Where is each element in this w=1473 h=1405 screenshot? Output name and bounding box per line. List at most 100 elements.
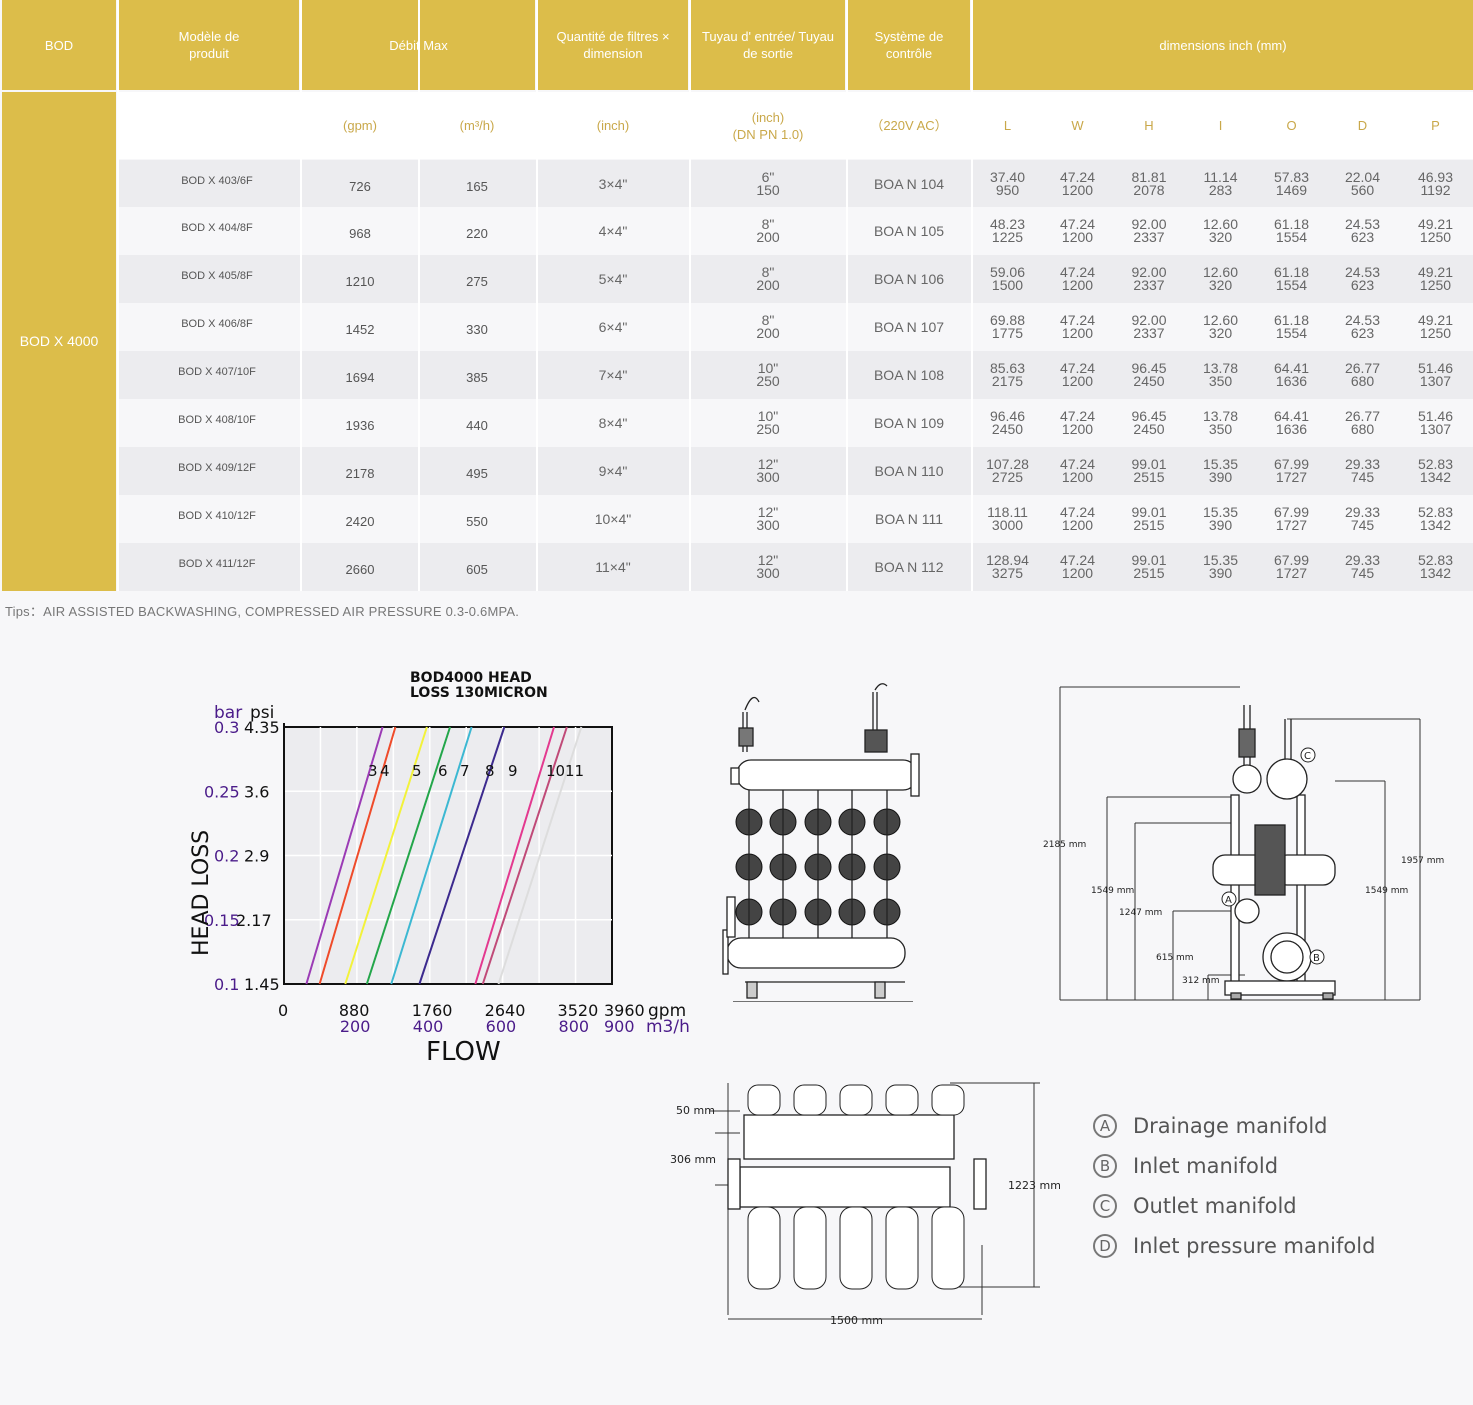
dim-inch: 107.28 bbox=[986, 456, 1029, 472]
dim-inch: 12.60 bbox=[1202, 264, 1239, 280]
dim-inch: 67.99 bbox=[1273, 456, 1310, 472]
x-tick-gpm: 880 bbox=[339, 1001, 370, 1020]
dim-inch: 92.00 bbox=[1131, 216, 1167, 232]
cell-model: BOD X 407/10F bbox=[178, 366, 256, 378]
cell-qty: 3×4" bbox=[598, 175, 628, 192]
dim-unit-o: O bbox=[1286, 118, 1297, 133]
column-divider bbox=[418, 0, 420, 591]
dim-1957: 1957 mm bbox=[1401, 856, 1444, 866]
cell-model: BOD X 405/8F bbox=[181, 270, 253, 282]
cell-m3h: 275 bbox=[466, 273, 488, 289]
cell-model: BOD X 409/12F bbox=[178, 462, 256, 474]
series-line-8 bbox=[418, 726, 506, 985]
series-line-3 bbox=[305, 726, 384, 985]
dim-mm: 1200 bbox=[1061, 229, 1094, 245]
series-line-10 bbox=[481, 726, 568, 985]
pipe-mm: 150 bbox=[756, 182, 780, 198]
dim-inch: 29.33 bbox=[1344, 552, 1381, 568]
x-tick-gpm: 2640 bbox=[485, 1001, 526, 1020]
cell-control: BOA N 109 bbox=[873, 414, 945, 431]
chart-title-line2: LOSS 130MICRON bbox=[410, 685, 548, 701]
filter-body-icon bbox=[793, 1206, 827, 1290]
dim-inch: 99.01 bbox=[1131, 456, 1167, 472]
dim-mm: 2175 bbox=[991, 373, 1024, 389]
dim-mm: 2515 bbox=[1133, 565, 1165, 581]
dim-unit-w: W bbox=[1071, 118, 1084, 133]
unit-gpm: (gpm) bbox=[343, 118, 377, 133]
column-divider bbox=[689, 0, 691, 591]
legend-c-icon: C bbox=[1093, 1194, 1117, 1218]
dim-mm: 1200 bbox=[1061, 565, 1094, 581]
dim-inch: 15.35 bbox=[1202, 456, 1239, 472]
column-divider bbox=[971, 0, 973, 591]
cell-control: BOA N 107 bbox=[873, 318, 945, 335]
dim-2185: 2185 mm bbox=[1043, 840, 1086, 850]
dim-mm: 680 bbox=[1350, 421, 1375, 437]
x-tick-m3h: 200 bbox=[340, 1017, 371, 1036]
dim-unit-h: H bbox=[1144, 118, 1154, 133]
cell-model: BOD X 406/8F bbox=[181, 318, 253, 330]
series-label: BOD X 4000 bbox=[2, 92, 116, 591]
legend-a-icon: A bbox=[1093, 1114, 1117, 1138]
pipe-inch: 10" bbox=[757, 408, 779, 424]
header-model: Modèle de produit bbox=[119, 0, 299, 90]
dim-inch: 47.24 bbox=[1059, 216, 1096, 232]
marker-b: B bbox=[1313, 953, 1320, 964]
table-row bbox=[119, 399, 1473, 447]
series-label-7: 7 bbox=[460, 762, 470, 780]
dim-mm: 1307 bbox=[1419, 373, 1452, 389]
dim-inch: 81.81 bbox=[1131, 169, 1167, 185]
dim-mm: 1250 bbox=[1419, 229, 1452, 245]
dim-615: 615 mm bbox=[1156, 953, 1194, 963]
dim-mm: 2078 bbox=[1133, 182, 1165, 198]
dim-mm: 2337 bbox=[1133, 277, 1165, 293]
unit-volt: （220V AC） bbox=[870, 118, 948, 133]
cell-m3h: 550 bbox=[466, 513, 488, 529]
header-quantite: Quantité de filtres × dimension bbox=[538, 0, 688, 90]
table-row bbox=[119, 351, 1473, 399]
cell-m3h: 495 bbox=[466, 465, 488, 481]
legend-b-icon: B bbox=[1093, 1154, 1117, 1178]
dim-inch: 47.24 bbox=[1059, 360, 1096, 376]
series-line-9 bbox=[474, 726, 555, 985]
pipe-mm: 250 bbox=[756, 373, 780, 389]
filter-body-icon bbox=[747, 1206, 781, 1290]
dim-inch: 24.53 bbox=[1344, 264, 1381, 280]
dim-mm: 2337 bbox=[1133, 325, 1165, 341]
filter-cap-icon bbox=[839, 1084, 873, 1116]
series-line-11 bbox=[497, 726, 583, 985]
legend-item-inlet-pressure: D Inlet pressure manifold bbox=[1093, 1234, 1375, 1258]
dim-unit-l: L bbox=[1003, 118, 1012, 133]
dim-mm: 2337 bbox=[1133, 229, 1165, 245]
filter-cap-icon bbox=[747, 1084, 781, 1116]
cell-m3h: 165 bbox=[466, 178, 488, 194]
dim-mm: 1727 bbox=[1275, 517, 1308, 533]
x-tick-gpm: 0 bbox=[278, 1001, 288, 1020]
series-label-10: 10 bbox=[546, 762, 565, 780]
dim-312: 312 mm bbox=[1182, 976, 1220, 986]
cell-gpm: 1936 bbox=[345, 417, 375, 433]
dim-mm: 390 bbox=[1208, 565, 1233, 581]
cell-pipe: 8"200 bbox=[691, 303, 845, 351]
unit-pipe-dn: (DN PN 1.0) bbox=[732, 126, 804, 142]
dim-mm: 283 bbox=[1208, 182, 1233, 198]
pipe-mm: 200 bbox=[756, 277, 780, 293]
dim-inch: 47.24 bbox=[1059, 169, 1096, 185]
